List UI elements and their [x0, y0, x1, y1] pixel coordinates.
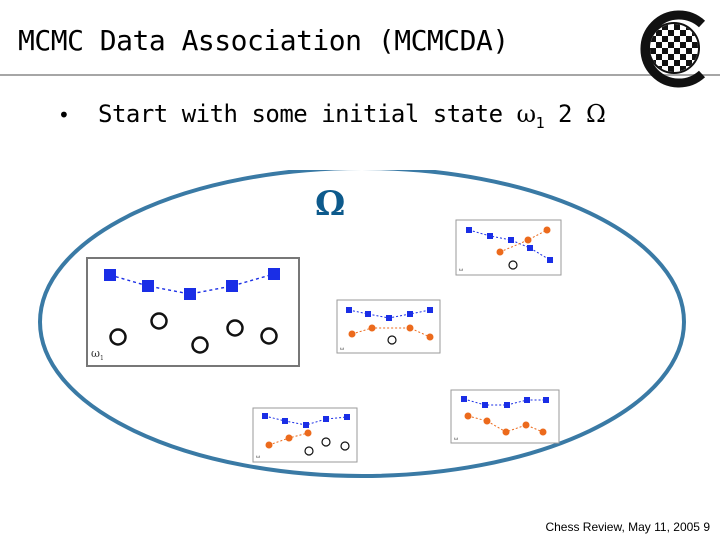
state-panel-bottom-left: ω: [252, 407, 358, 463]
omega-symbol: ω: [516, 100, 536, 128]
orange-measurement: [496, 248, 504, 256]
state-space-diagram: Ω ω1 ω: [38, 170, 686, 478]
orange-measurement: [265, 441, 273, 449]
bullet-marker: •: [58, 103, 70, 127]
orange-measurement: [464, 412, 472, 420]
orange-measurement: [285, 434, 293, 442]
blue-measurement: [262, 413, 268, 419]
blue-measurement: [543, 397, 549, 403]
orange-measurement: [368, 324, 376, 332]
state-panel-middle: ω: [336, 299, 441, 354]
blue-measurement: [346, 307, 352, 313]
blue-measurement: [407, 311, 413, 317]
orange-measurement: [543, 226, 551, 234]
bullet-item: • Start with some initial state ω1 2 Ω: [58, 100, 606, 132]
blue-measurement: [527, 245, 533, 251]
blue-measurement: [303, 422, 309, 428]
space-symbol: Ω: [585, 100, 606, 128]
state-label: ω: [454, 436, 458, 442]
blue-measurement: [482, 402, 488, 408]
relation-symbol: 2: [544, 100, 586, 128]
slide-title: MCMC Data Association (MCMCDA): [18, 24, 509, 57]
blue-measurement: [461, 396, 467, 402]
blue-measurement: [268, 268, 280, 280]
false-alarm: [304, 446, 314, 456]
state-panel-bottom-right: ω: [450, 389, 560, 444]
blue-measurement: [508, 237, 514, 243]
blue-measurement: [427, 307, 433, 313]
blue-measurement: [344, 414, 350, 420]
orange-measurement: [483, 417, 491, 425]
false-alarm: [109, 328, 127, 346]
slide-footer: Chess Review, May 11, 2005 9: [545, 520, 710, 534]
false-alarm: [340, 441, 350, 451]
orange-measurement: [522, 421, 530, 429]
state-label: ω1: [91, 347, 104, 362]
state-panel-top-right: ω: [455, 219, 562, 276]
false-alarm: [321, 437, 331, 447]
blue-measurement: [282, 418, 288, 424]
state-space-ellipse: [38, 170, 686, 478]
state-label: ω: [256, 454, 260, 460]
state-panel-initial: ω1: [86, 257, 300, 367]
blue-measurement: [226, 280, 238, 292]
false-alarm: [387, 335, 397, 345]
chess-logo-icon: [640, 10, 706, 88]
orange-measurement: [426, 333, 434, 341]
blue-measurement: [524, 397, 530, 403]
orange-measurement: [348, 330, 356, 338]
title-rule: [0, 74, 720, 76]
blue-measurement: [547, 257, 553, 263]
orange-track-line: [351, 327, 431, 338]
blue-measurement: [487, 233, 493, 239]
bullet-text: Start with some initial state: [98, 100, 517, 128]
footer-text: Chess Review, May 11, 2005: [545, 520, 700, 534]
blue-measurement: [365, 311, 371, 317]
omega-subscript: 1: [535, 113, 545, 132]
orange-measurement: [539, 428, 547, 436]
state-label: ω: [459, 267, 463, 273]
orange-measurement: [524, 236, 532, 244]
page-number: 9: [703, 520, 710, 534]
state-label: ω: [340, 346, 344, 352]
blue-measurement: [323, 416, 329, 422]
orange-measurement: [406, 324, 414, 332]
orange-measurement: [502, 428, 510, 436]
false-alarm: [191, 336, 209, 354]
blue-measurement: [104, 269, 116, 281]
false-alarm: [260, 327, 278, 345]
space-label: Ω: [315, 184, 345, 224]
orange-measurement: [304, 429, 312, 437]
false-alarm: [508, 260, 518, 270]
blue-measurement: [466, 227, 472, 233]
blue-measurement: [386, 315, 392, 321]
orange-track-line: [499, 229, 548, 253]
blue-track-line: [109, 273, 275, 295]
blue-measurement: [504, 402, 510, 408]
blue-measurement: [184, 288, 196, 300]
false-alarm: [226, 319, 244, 337]
blue-measurement: [142, 280, 154, 292]
false-alarm: [150, 312, 168, 330]
